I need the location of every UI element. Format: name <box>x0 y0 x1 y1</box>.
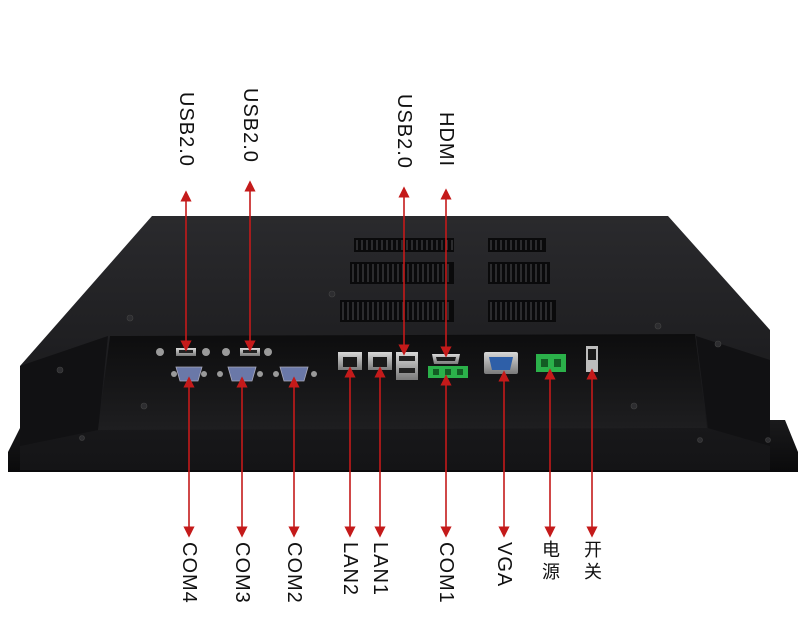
usb-port-1 <box>176 348 196 356</box>
label-power: 电源 <box>539 540 560 584</box>
usb-port-2 <box>240 348 260 356</box>
label-usb-a: USB2.0 <box>175 92 197 167</box>
callout-arrows <box>180 180 598 538</box>
label-hdmi: HDMI <box>435 112 457 168</box>
power-terminal <box>536 354 566 372</box>
vga-port <box>484 352 518 374</box>
db9-com2 <box>279 366 309 382</box>
label-vga: VGA <box>493 542 515 588</box>
label-com4: COM4 <box>178 542 200 604</box>
terminal-block-small <box>428 366 468 378</box>
usb-stack <box>396 352 418 380</box>
housing-left-wall <box>20 336 108 446</box>
label-com3: COM3 <box>231 542 253 604</box>
rj45-lan1 <box>368 352 392 370</box>
db9-com4 <box>175 366 203 382</box>
housing-screws <box>56 290 771 443</box>
db9-com3 <box>227 366 257 382</box>
label-com2: COM2 <box>283 542 305 604</box>
standoff-nuts <box>156 348 317 377</box>
vent-grille <box>340 238 556 322</box>
rj45-lan2 <box>338 352 362 370</box>
label-lan2: LAN2 <box>339 542 361 597</box>
label-com1: COM1 <box>435 542 457 604</box>
housing-right-wall <box>696 336 770 446</box>
label-usb-b: USB2.0 <box>239 88 261 163</box>
label-usb-c: USB2.0 <box>393 94 415 169</box>
hdmi-port <box>432 354 460 364</box>
power-switch <box>586 346 598 372</box>
label-switch: 开关 <box>581 540 602 584</box>
label-lan1: LAN1 <box>369 542 391 597</box>
